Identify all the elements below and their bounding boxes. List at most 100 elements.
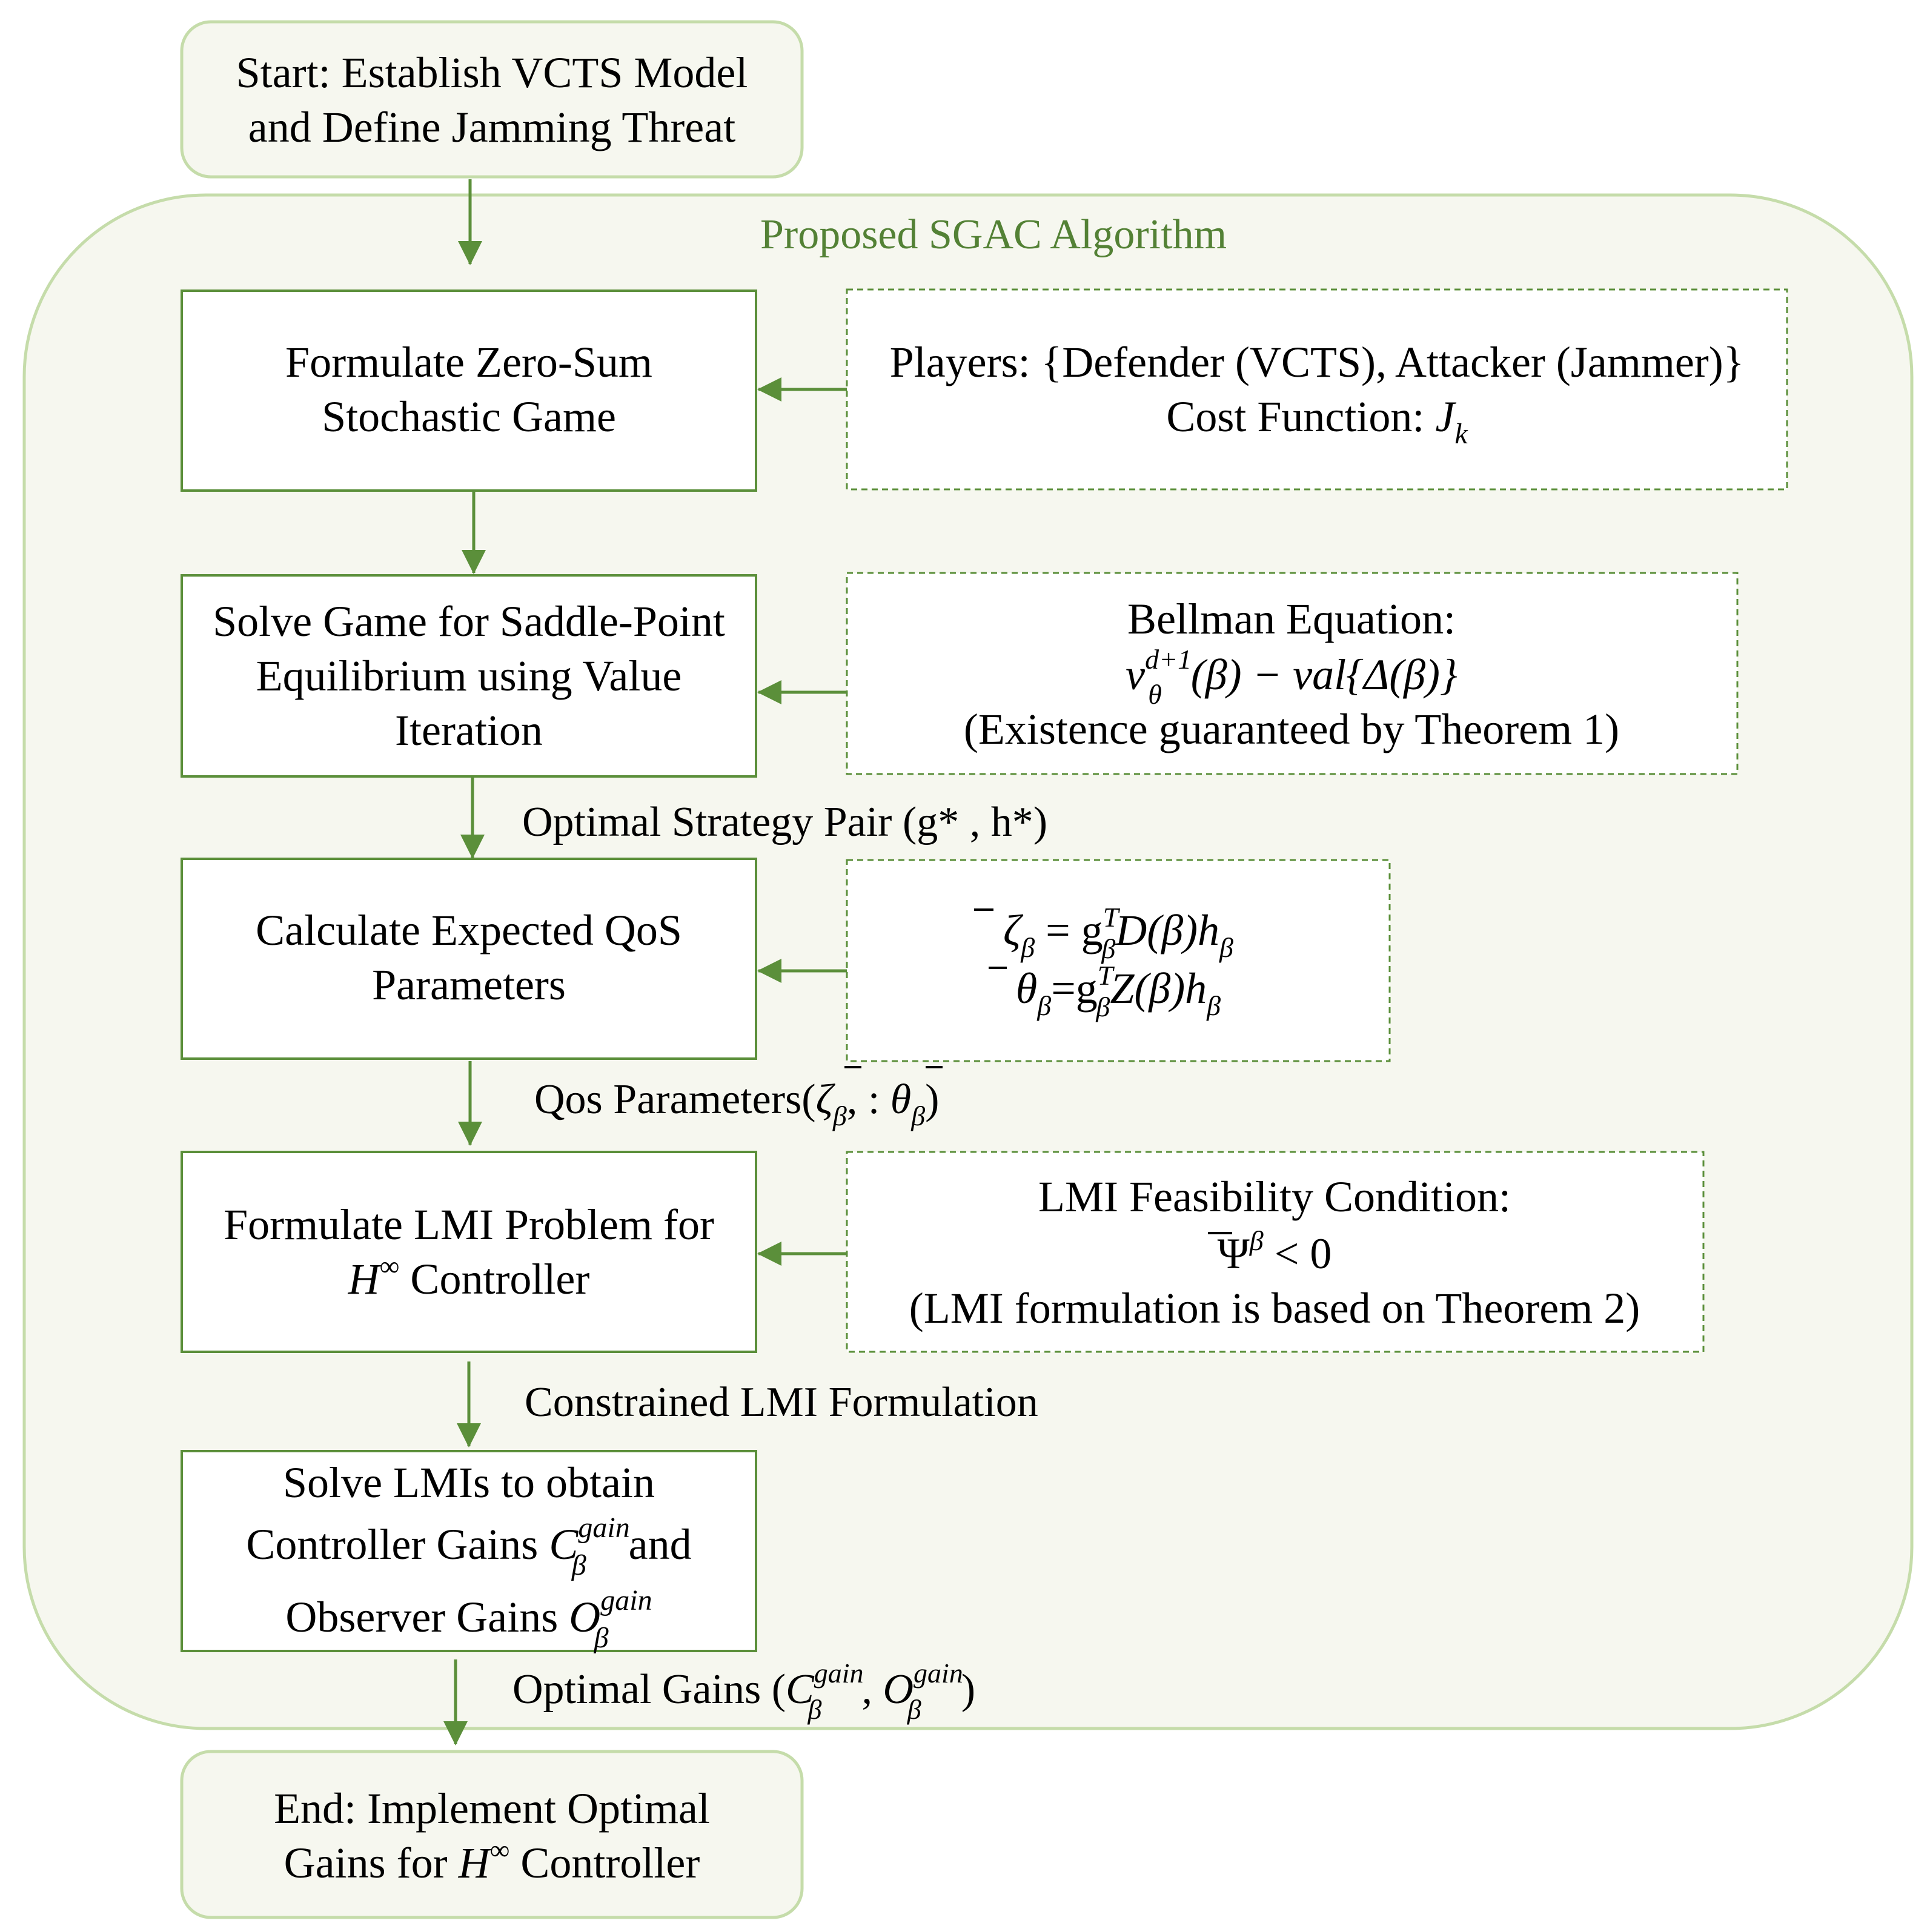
step4-h-symbol: H xyxy=(348,1255,382,1303)
step-solve-game: Solve Game for Saddle-Point Equilibrium … xyxy=(181,574,757,778)
step5-line-1: Solve LMIs to obtain xyxy=(283,1458,655,1507)
region-title: Proposed SGAC Algorithm xyxy=(760,211,1227,258)
edge-gains-c-sub: β xyxy=(807,1694,822,1725)
edge-gains-c: C xyxy=(786,1666,815,1713)
step5-space-b xyxy=(558,1593,569,1641)
edge-qos-theta-sub: β xyxy=(910,1100,925,1131)
qos-eq1-zeta: ζ xyxy=(1003,906,1024,954)
step2-line-1: Solve Game for Saddle-Point xyxy=(213,597,725,646)
note-bellman: Bellman Equation: vd+1 θ (β) − val{Δ(β)} (… xyxy=(846,572,1739,775)
step5-observer-gains: Observer Gains xyxy=(285,1593,558,1641)
qos-eq1-h: h xyxy=(1198,906,1219,954)
note-cost-space xyxy=(1424,392,1435,441)
end-gains-for: Gains for xyxy=(284,1839,448,1887)
edge-qos-close: ) xyxy=(925,1076,939,1123)
qos-eq2-z: Z(β) xyxy=(1110,964,1185,1013)
step3-line-2: Parameters xyxy=(372,961,566,1009)
lmi-condition: Ψβ < 0 xyxy=(1218,1225,1332,1278)
edge-qos-theta: θ xyxy=(890,1076,911,1123)
step5-c-sub: β xyxy=(571,1549,586,1581)
step-solve-lmis: Solve LMIs to obtain Controller Gains Cg… xyxy=(181,1450,757,1654)
step5-c-sup: gain xyxy=(578,1512,629,1544)
qos-eq1-h-sub: β xyxy=(1219,932,1233,963)
step-calculate-qos: Calculate Expected QoS Parameters xyxy=(181,858,757,1060)
start-line-1: Start: Establish VCTS Model xyxy=(236,48,748,97)
qos-eq1-g: g xyxy=(1081,906,1103,954)
note-players: Players: {Defender (VCTS), Attacker (Jam… xyxy=(890,338,1745,386)
note-cost-label: Cost Function: xyxy=(1166,392,1424,441)
qos-eq2-g: g xyxy=(1076,964,1098,1013)
end-space-b xyxy=(509,1839,520,1887)
note-cost-j: J xyxy=(1435,392,1456,441)
qos-eq2-theta: θ xyxy=(1016,964,1037,1013)
edge-qos-prefix: Qos Parameters( xyxy=(534,1076,816,1123)
step5-line-2: Controller Gains Cgain β and xyxy=(246,1512,691,1581)
bellman-rest: (β) − val{Δ(β)} xyxy=(1191,650,1457,699)
note-bellman-title: Bellman Equation: xyxy=(1127,595,1456,643)
step5-o-sub: β xyxy=(594,1622,609,1654)
qos-eq2-g-sub: β xyxy=(1095,991,1110,1022)
step1-line-2: Stochastic Game xyxy=(322,392,616,441)
end-h-symbol: H xyxy=(458,1839,492,1887)
lmi-rel: < 0 xyxy=(1264,1229,1332,1278)
edge-qos-sep: , : xyxy=(847,1076,890,1123)
edge-gains-close: ) xyxy=(961,1666,975,1713)
edge-gains-o-sup: gain xyxy=(914,1658,963,1689)
edge-gains-c-sup: gain xyxy=(814,1658,864,1689)
start-terminal: Start: Establish VCTS Model and Define J… xyxy=(180,20,804,179)
note-cost: Cost Function: Jk xyxy=(1166,392,1468,450)
step4-space xyxy=(399,1255,410,1303)
step5-c-symbol: C xyxy=(549,1520,579,1569)
step2-line-3: Iteration xyxy=(395,706,543,755)
qos-eq1-g-sub: β xyxy=(1101,933,1115,964)
qos-eq1-zeta-sub: β xyxy=(1020,932,1035,963)
edge-gains-prefix: Optimal Gains ( xyxy=(512,1666,786,1713)
bellman-sup: d+1 xyxy=(1145,644,1192,675)
step2-line-2: Equilibrium using Value xyxy=(256,652,682,700)
step1-line-1: Formulate Zero-Sum xyxy=(285,338,652,386)
note-cost-k: k xyxy=(1454,418,1468,450)
end-h-sup: ∞ xyxy=(490,1834,510,1865)
step-formulate-game: Formulate Zero-Sum Stochastic Game xyxy=(181,289,757,492)
note-bellman-theorem: (Existence guaranteed by Theorem 1) xyxy=(964,705,1619,753)
end-controller: Controller xyxy=(520,1839,700,1887)
step5-o-sup: gain xyxy=(600,1584,652,1616)
edge-gains-o: O xyxy=(883,1666,914,1713)
edge-label-constrained: Constrained LMI Formulation xyxy=(525,1379,1038,1426)
qos-eq2-h-sub: β xyxy=(1206,990,1221,1021)
qos-eq2-theta-sub: β xyxy=(1036,990,1051,1021)
bellman-v: v xyxy=(1126,650,1145,699)
end-line-2: Gains for H∞ Controller xyxy=(284,1834,700,1887)
note-lmi-feasibility: LMI Feasibility Condition: Ψβ < 0 (LMI f… xyxy=(846,1151,1705,1353)
end-space-a xyxy=(448,1839,459,1887)
end-line-1: End: Implement Optimal xyxy=(274,1784,710,1833)
step5-and: and xyxy=(629,1520,692,1569)
lmi-title: LMI Feasibility Condition: xyxy=(1038,1173,1511,1221)
step4-line-2: H∞ Controller xyxy=(348,1251,590,1303)
edge-label-strategy: Optimal Strategy Pair (g* , h*) xyxy=(522,799,1047,845)
qos-eq1-g-sup: T xyxy=(1103,902,1121,933)
end-terminal: End: Implement Optimal Gains for H∞ Cont… xyxy=(180,1750,804,1919)
lmi-psi: Ψ xyxy=(1218,1229,1250,1278)
edge-gains-sep: , xyxy=(861,1666,883,1713)
step4-h-sup: ∞ xyxy=(380,1251,400,1282)
step5-space-a xyxy=(538,1520,549,1569)
step4-controller: Controller xyxy=(410,1255,589,1303)
qos-eq2-h: h xyxy=(1185,964,1207,1013)
qos-eq2-g-sup: T xyxy=(1098,960,1115,991)
edge-label-qos: Qos Parameters(ζβ, : θβ) xyxy=(534,1076,939,1131)
step5-controller-gains: Controller Gains xyxy=(246,1520,538,1569)
qos-eq1-eq: = xyxy=(1035,906,1081,954)
lmi-theorem: (LMI formulation is based on Theorem 2) xyxy=(909,1284,1640,1332)
bellman-sub: θ xyxy=(1148,679,1162,710)
edge-qos-zeta-sub: β xyxy=(832,1100,847,1131)
edge-qos-zeta: ζ xyxy=(816,1076,836,1123)
note-bellman-equation: vd+1 θ (β) − val{Δ(β)} xyxy=(1126,644,1457,710)
edge-gains-o-sub: β xyxy=(907,1694,921,1725)
